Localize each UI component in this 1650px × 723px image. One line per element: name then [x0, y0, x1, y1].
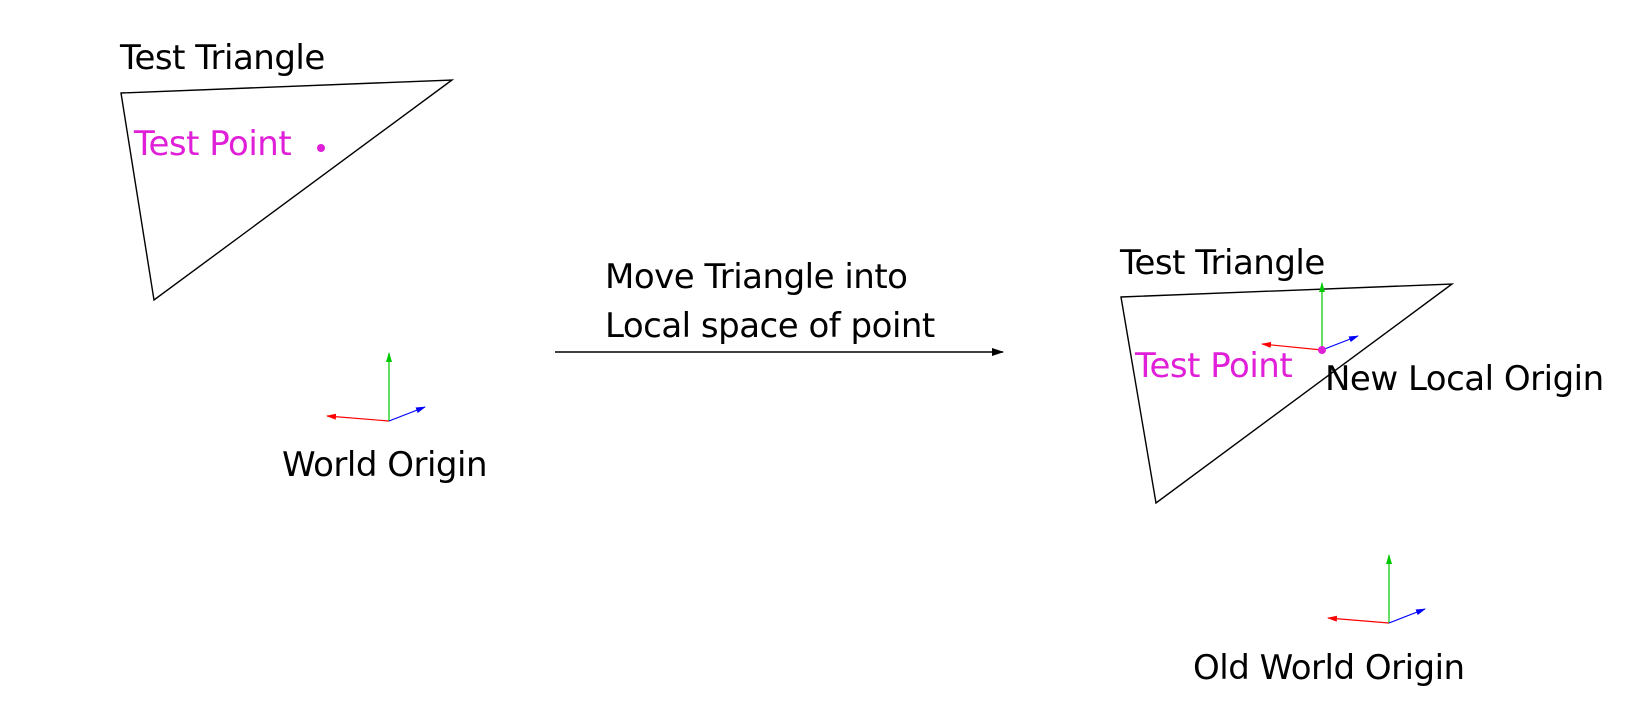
- left-triangle-label: Test Triangle: [120, 38, 325, 78]
- right-test-triangle: [1120, 283, 1455, 505]
- right-point-label: Test Point: [1135, 346, 1293, 386]
- old-world-origin-axes: [1327, 554, 1426, 624]
- left-test-point-dot: [317, 144, 325, 152]
- left-point-label: Test Point: [134, 124, 292, 164]
- transition-text-line1: Move Triangle into: [605, 257, 908, 297]
- world-origin-label: World Origin: [282, 445, 488, 485]
- new-local-origin-label: New Local Origin: [1325, 359, 1604, 399]
- left-test-triangle: [120, 79, 455, 302]
- world-origin-axes: [326, 352, 426, 422]
- old-world-origin-label: Old World Origin: [1193, 648, 1465, 688]
- world-origin-x-axis: [326, 413, 390, 422]
- local-origin-z-axis: [1321, 335, 1359, 351]
- world-origin-z-axis: [388, 406, 426, 422]
- right-test-point-dot: [1318, 346, 1326, 354]
- local-origin-x-axis: [1261, 341, 1323, 351]
- transition-text-line2: Local space of point: [605, 306, 935, 346]
- old-origin-x-axis: [1327, 615, 1390, 624]
- new-local-origin-axes: [1261, 282, 1359, 351]
- old-origin-z-axis: [1388, 608, 1426, 624]
- right-triangle-label: Test Triangle: [1120, 243, 1325, 283]
